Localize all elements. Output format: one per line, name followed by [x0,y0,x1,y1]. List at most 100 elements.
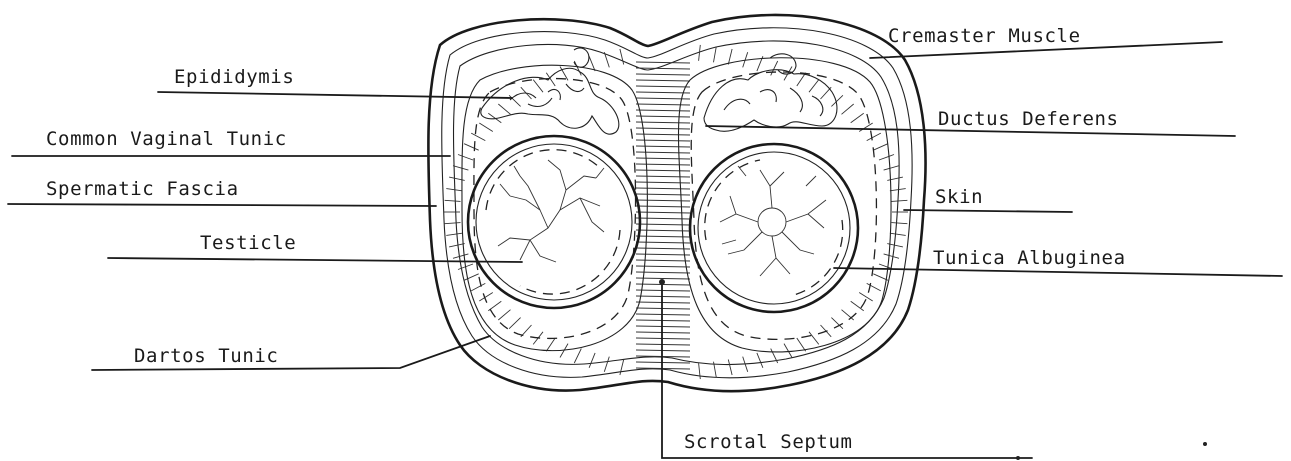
septum-striation [636,170,690,171]
septum-striation [636,296,690,297]
septum-striation [636,140,690,141]
skin-hatch-stroke [445,200,461,201]
skin-hatch-stroke [842,310,854,320]
skin-hatch-stroke [533,80,543,93]
septum-striation [636,308,690,309]
skin-hatch-stroke [453,166,468,170]
skin-hatch-stroke [471,283,485,291]
septum-striation [636,104,690,105]
skin-hatch-stroke [620,49,624,65]
skin-hatch-stroke [859,123,873,132]
stray-dot-1 [1016,456,1020,460]
septum-striation [636,302,690,303]
skin-hatch-stroke [589,353,595,368]
skin-hatch-stroke [867,133,881,141]
septum-striation [636,236,690,237]
septum-striation [636,326,690,327]
skin-hatch-stroke [509,318,520,329]
epididymis-leader [158,92,512,98]
skin-hatch-stroke [873,274,888,281]
skin-hatch-stroke [453,254,468,258]
skin-hatch-stroke [471,133,485,141]
septum-striation [636,86,690,87]
skin-hatch-stroke [771,61,778,75]
septum-striation [636,182,690,183]
skin-hatch-stroke [574,61,581,75]
skin-hatch-stroke [458,155,473,161]
right-vaginal-tunic-inner [691,72,876,339]
skin-hatch-stroke [449,244,465,247]
skin-hatch-stroke [851,113,864,122]
skin-hatch-stroke [509,95,520,106]
septum-striation [636,242,690,243]
skin-hatch-stroke [714,47,717,63]
septum-striation [636,362,690,363]
septum-striation [636,146,690,147]
stray-dot-2 [1203,442,1207,446]
label-scrotal-septum: Scrotal Septum [684,431,853,453]
right-testicle-vessels [720,166,826,276]
tunica-albuginea-leader [834,268,1282,276]
septum-striation [636,158,690,159]
skin-hatch-stroke [464,274,479,281]
skin-hatch-stroke [464,144,479,151]
skin-hatch-stroke [728,360,732,376]
septum-striation [636,116,690,117]
dartos-band-line [454,41,900,365]
septum-striation [636,188,690,189]
left-testicle-vessels [498,160,604,262]
septum-striation [636,122,690,123]
label-cremaster-muscle: Cremaster Muscle [888,25,1081,47]
septum-striation [636,152,690,153]
skin-hatch-stroke [884,166,899,170]
label-epididymis: Epididymis [174,66,294,88]
skin-hatch-stroke [445,223,461,224]
skin-hatch-stroke [879,155,894,161]
septum-striation [636,278,690,279]
label-testicle: Testicle [200,232,296,254]
right-testicle [690,144,858,312]
left-testicle [468,136,640,308]
label-tunica-albuginea: Tunica Albuginea [933,247,1126,269]
skin-hatch-stroke [498,104,510,114]
skin-hatch-stroke [797,338,806,351]
septum-striation [636,344,690,345]
septum-striation [636,332,690,333]
right-epididymis [704,54,837,131]
skin-hatch-stroke [890,233,906,235]
scrotum-drawing [428,15,925,391]
skin-hatch-stroke [784,344,792,358]
skin-hatch-stroke [546,338,555,351]
left-epididymis [481,48,619,134]
skin-hatch-stroke [884,254,899,258]
skin-hatch-stroke [809,332,819,345]
skin-hatch-stroke [479,123,493,132]
skin-hatch-stroke [809,80,819,93]
spermatic-fascia-leader [8,204,436,206]
label-skin: Skin [935,186,983,208]
septum-striation [636,74,690,75]
septum-striation [636,248,690,249]
septum-striation [636,290,690,291]
septum-striation [636,92,690,93]
septum-striation [636,314,690,315]
skin-hatch-stroke [620,360,624,376]
skin-hatch-stroke [757,353,763,368]
skin-hatch-stroke [446,233,462,235]
skin-hatch-stroke [604,357,609,372]
septum-striation [636,194,690,195]
septum-striation [636,338,690,339]
septum-striation [636,62,690,63]
skin-hatching [444,45,908,379]
label-common-vaginal-tunic: Common Vaginal Tunic [46,128,287,150]
septum-striation [636,350,690,351]
skin-hatch-stroke [842,104,854,114]
skin-hatch-stroke [873,144,888,151]
septum-striation [636,80,690,81]
septum-pointer-dot [659,279,665,285]
septum-striation [636,320,690,321]
septum-striation [636,164,690,165]
skin-hatch-stroke [887,177,903,180]
